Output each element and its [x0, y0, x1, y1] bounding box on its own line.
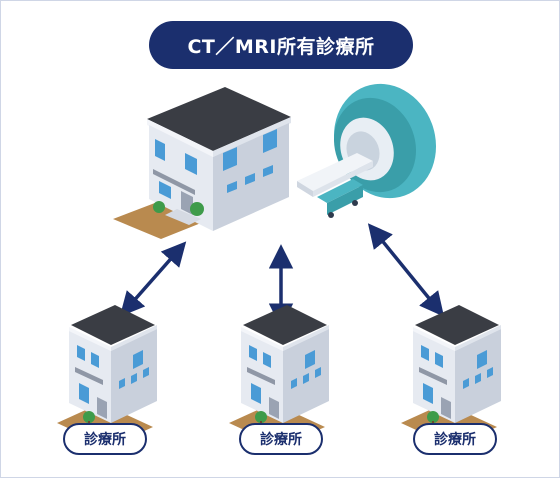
- large-clinic-building-icon: [113, 87, 291, 239]
- clinic-label: 診療所: [63, 423, 147, 455]
- double-headed-arrow-icon: [367, 223, 445, 317]
- clinic-label: 診療所: [413, 423, 497, 455]
- clinic-label: 診療所: [239, 423, 323, 455]
- mri-scanner-icon: [297, 83, 437, 218]
- double-headed-arrow-icon: [119, 241, 187, 317]
- diagram-title: CT／MRI所有診療所: [149, 21, 413, 69]
